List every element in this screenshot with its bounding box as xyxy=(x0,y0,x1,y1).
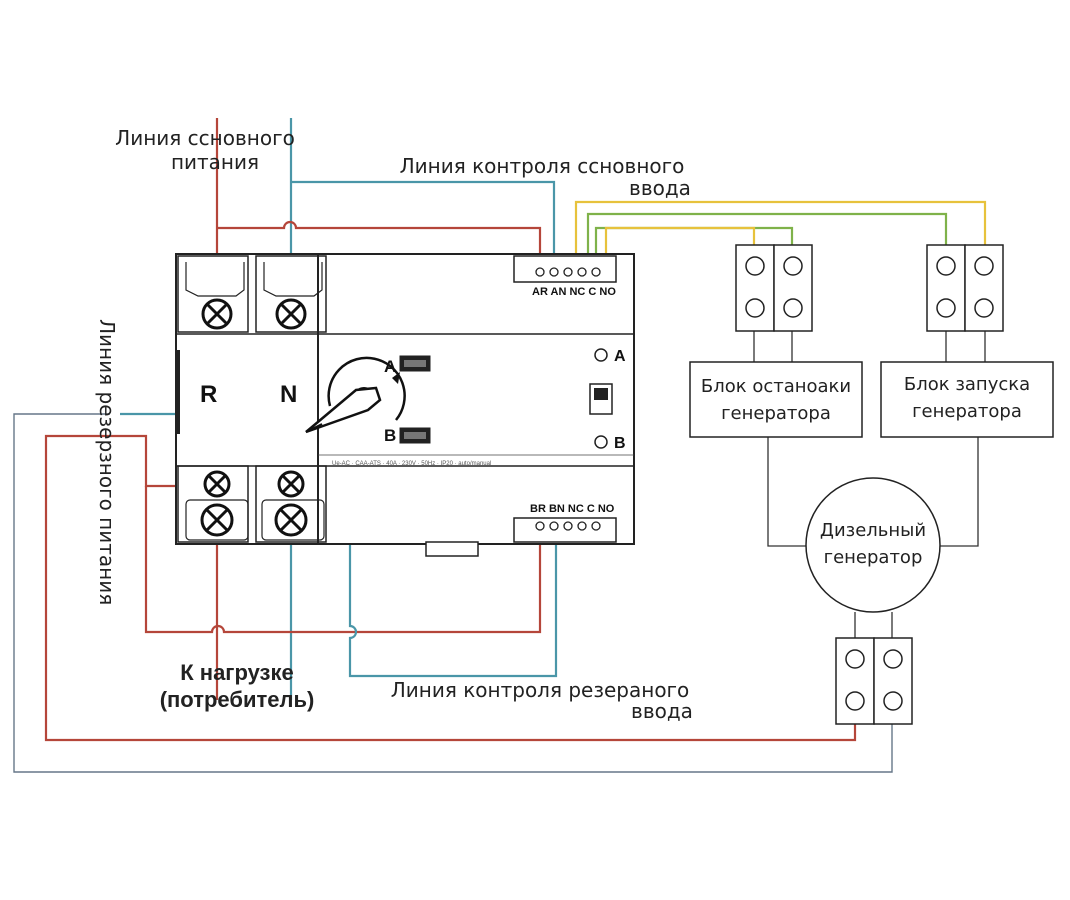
signal-yellow-wire-2 xyxy=(604,226,756,262)
terminal-n-label: N xyxy=(280,381,297,408)
control-main-blue-wire xyxy=(291,180,556,262)
screw-mid-n-icon xyxy=(277,470,305,498)
diesel-generator: Дизельный генератор xyxy=(805,477,941,613)
start-block-gen-wire xyxy=(940,437,979,547)
reserve-red-wire xyxy=(44,434,857,742)
main-line-label-2: питания xyxy=(171,150,259,174)
reserve-line-label: Линия резерзного питания xyxy=(95,319,119,605)
indicator-a-icon xyxy=(594,348,608,362)
block-bottom-wires xyxy=(753,331,986,362)
stop-block-label-1: Блок останоаки xyxy=(701,376,851,397)
indicator-a-label: A xyxy=(614,348,626,365)
generator-label-2: генератор xyxy=(824,547,923,568)
control-reserve-blue-wire xyxy=(291,484,558,678)
generator-terminal-block xyxy=(835,637,913,725)
start-block-label-1: Блок запуска xyxy=(904,374,1030,395)
control-main-label-1: Линия контроля ссновного xyxy=(400,154,685,178)
gen-to-terminal-wire xyxy=(854,612,893,640)
start-block: Блок запуска генератора xyxy=(880,361,1054,438)
indicator-b-label: B xyxy=(614,435,626,452)
rotary-handle-icon xyxy=(305,356,406,434)
screw-bottom-r-icon xyxy=(200,503,234,537)
fine-print: Ue-AC · CAA-ATS · 40A · 230V · 50Hz · IP… xyxy=(332,461,491,467)
screw-top-n-icon xyxy=(275,298,307,330)
start-terminal-block xyxy=(926,244,1004,332)
bottom-terminal-labels: BR BN NC C NO xyxy=(530,503,615,515)
transfer-switch: R N AR AN NC C NO BR BN NC C NO A B xyxy=(175,253,635,557)
screw-mid-r-icon xyxy=(203,470,231,498)
stop-block-gen-wire xyxy=(767,437,806,547)
indicator-b-icon xyxy=(594,435,608,449)
signal-yellow-wire-1 xyxy=(574,200,987,262)
start-block-label-2: генератора xyxy=(912,401,1022,422)
main-line-label-1: Линия ссновного xyxy=(115,126,295,150)
reserve-gray-wire xyxy=(13,413,893,773)
screw-bottom-n-icon xyxy=(274,503,308,537)
control-main-label-2: ввода xyxy=(629,176,691,200)
generator-label-1: Дизельный xyxy=(820,520,926,541)
signal-green-wire-1 xyxy=(586,212,948,262)
control-reserve-red-wire xyxy=(144,486,542,634)
stop-terminal-block xyxy=(735,244,813,332)
load-label-1: К нагрузке xyxy=(180,660,294,685)
stop-block: Блок останоаки генератора xyxy=(689,361,863,438)
terminal-r-label: R xyxy=(200,381,217,408)
top-terminal-labels: AR AN NC C NO xyxy=(532,286,616,298)
stop-block-label-2: генератора xyxy=(721,403,831,424)
position-a-label: A xyxy=(384,357,396,376)
control-main-red-wire xyxy=(217,220,542,262)
screw-top-r-icon xyxy=(201,298,233,330)
control-reserve-label-1: Линия контроля резераного xyxy=(391,678,690,702)
bottom-control-terminal-block xyxy=(513,517,617,543)
control-reserve-label-2: ввода xyxy=(631,699,693,723)
load-label-2: (потребитель) xyxy=(160,687,315,712)
position-b-label: B xyxy=(384,426,396,445)
din-clip xyxy=(425,541,479,557)
